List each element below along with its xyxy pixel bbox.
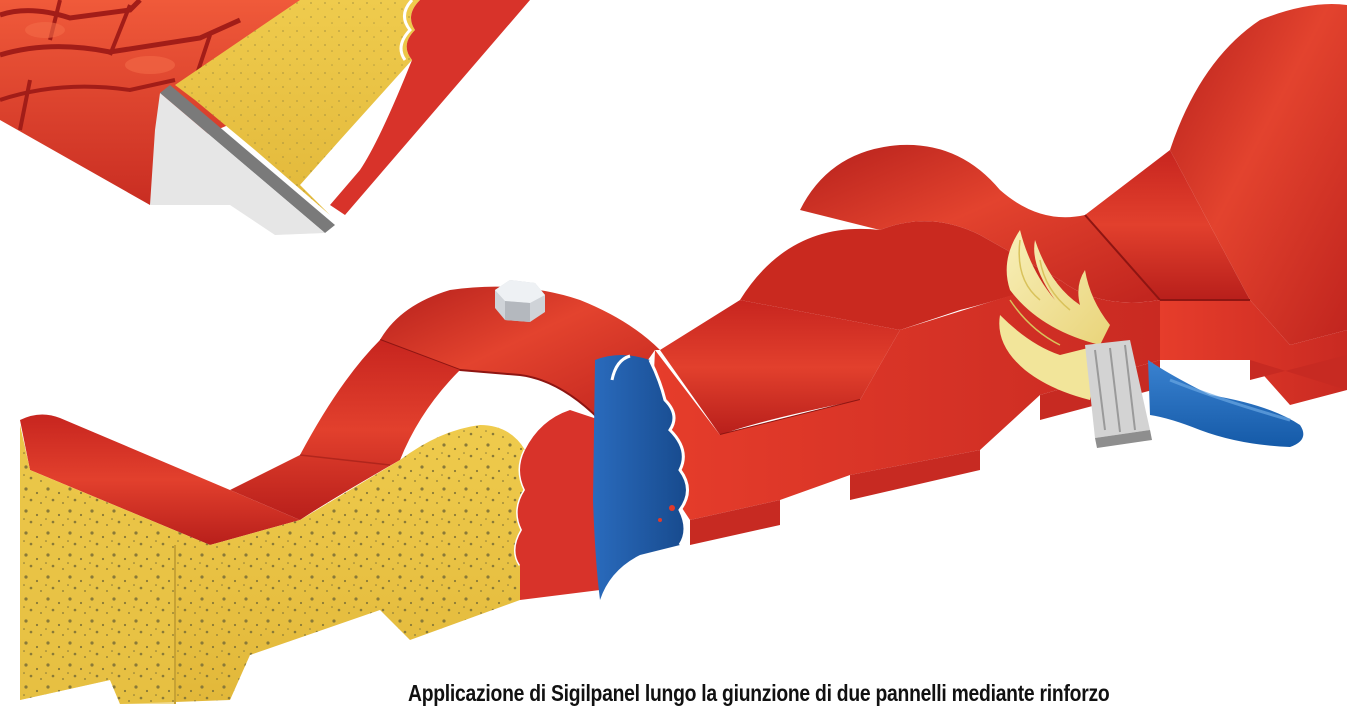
roof-tile-panel (0, 0, 530, 235)
bolt-icon (495, 280, 545, 322)
figure-caption: Applicazione di Sigilpanel lungo la giun… (408, 680, 1109, 707)
